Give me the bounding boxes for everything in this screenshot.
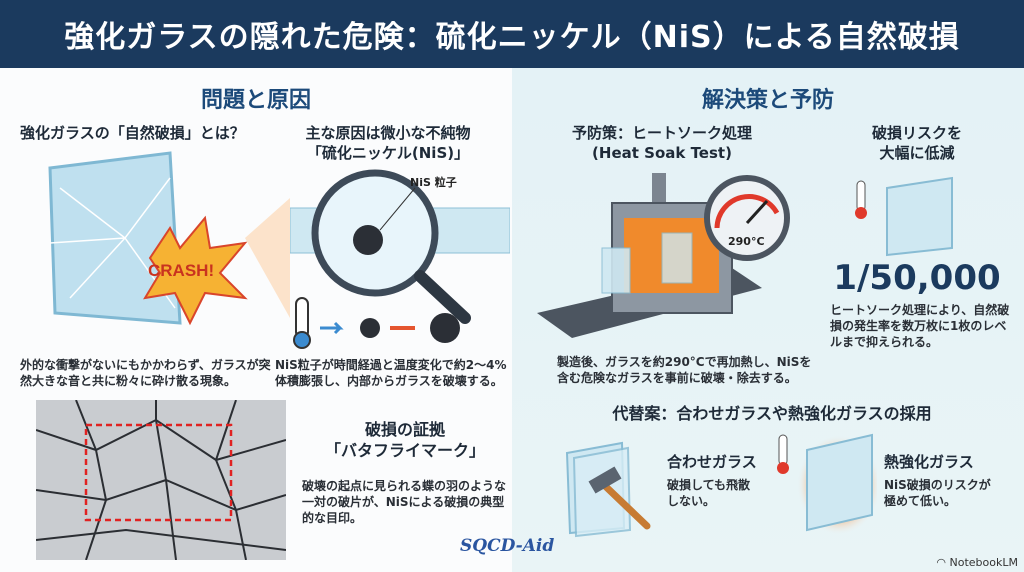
reduced-risk-glass-icon <box>855 176 953 257</box>
laminated-glass-hammer-icon <box>565 441 651 538</box>
heat-soak-heading-line2: (Heat Soak Test) <box>592 143 732 162</box>
butterfly-mark-photo <box>36 400 286 560</box>
laminated-title: 合わせガラス <box>667 453 757 471</box>
risk-heading-line1: 破損リスクを <box>871 124 962 142</box>
crash-label: CRASH! <box>148 261 214 280</box>
heat-soak-heading-line1: 予防策：ヒートソーク処理 <box>571 124 752 142</box>
heat-strengthened-glass-icon <box>777 433 877 535</box>
section-title-problem: 問題と原因 <box>200 88 311 113</box>
risk-value: 1/50,000 <box>833 258 1001 298</box>
magnifier-nis-illustration: NiS 粒子 <box>290 169 510 349</box>
evidence-heading-line2: 「バタフライマーク」 <box>324 440 485 460</box>
cause-heading-line1: 主な原因は微小な不純物 <box>305 124 471 142</box>
gauge-label: 290°C <box>728 235 765 248</box>
cause-text: NiS粒子が時間経過と温度変化で約2～4%体積膨張し、内部からガラスを破壊する。 <box>275 358 507 389</box>
nis-particle-label: NiS 粒子 <box>410 175 457 189</box>
cause-heading-line2: 「硫化ニッケル(NiS)」 <box>306 143 470 162</box>
risk-text: ヒートソーク処理により、自然破損の発生率を数万枚に1枚のレベルまで抑えられる。 <box>830 303 1010 350</box>
problem-panel: 問題と原因 強化ガラスの「自然破損」とは？ CRASH! 主な原因は微小な不純物… <box>0 68 512 572</box>
risk-heading-line2: 大幅に低減 <box>879 143 955 162</box>
heat-strengthened-title: 熱強化ガラス <box>884 453 974 471</box>
heat-soak-heading: 予防策：ヒートソーク処理(Heat Soak Test) <box>552 124 772 163</box>
heat-strengthened-item: 熱強化ガラス NiS破損のリスクが極めて低い。 <box>884 453 999 509</box>
notebooklm-brand: ◠ NotebookLM <box>936 556 1018 569</box>
sqcd-aid-watermark: SQCD-Aid <box>460 536 555 556</box>
notebooklm-label: NotebookLM <box>949 556 1018 569</box>
what-heading: 強化ガラスの「自然破損」とは？ <box>20 124 245 142</box>
risk-heading: 破損リスクを大幅に低減 <box>822 124 1012 163</box>
laminated-glass-item: 合わせガラス 破損しても飛散しない。 <box>667 453 757 509</box>
evidence-heading-line1: 破損の証拠 <box>364 420 445 439</box>
heat-soak-text: 製造後、ガラスを約290°Cで再加熱し、NiSを含む危険なガラスを事前に破壊・除… <box>557 355 812 386</box>
laminated-text: 破損しても飛散しない。 <box>667 477 751 508</box>
evidence-heading: 破損の証拠「バタフライマーク」 <box>300 420 510 462</box>
section-title-solution: 解決策と予防 <box>701 88 834 113</box>
cause-heading: 主な原因は微小な不純物「硫化ニッケル(NiS)」 <box>268 124 508 163</box>
what-text: 外的な衝撃がないにもかかわらず、ガラスが突然大きな音と共に粉々に砕け散る現象。 <box>20 358 271 389</box>
page-title: 強化ガラスの隠れた危険：硫化ニッケル（NiS）による自然破損 <box>0 0 1024 68</box>
heat-strengthened-text: NiS破損のリスクが極めて低い。 <box>884 477 991 508</box>
alternative-heading: 代替案：合わせガラスや熱強化ガラスの採用 <box>612 404 932 423</box>
heat-soak-oven-illustration: 290°C <box>537 173 790 338</box>
solution-panel: 解決策と予防 予防策：ヒートソーク処理(Heat Soak Test) 290°… <box>512 68 1024 572</box>
shattered-glass-illustration: CRASH! <box>48 151 290 326</box>
evidence-text: 破壊の起点に見られる蝶の羽のような一対の破片が、NiSによる破損の典型的な目印。 <box>302 479 507 526</box>
notebooklm-icon: ◠ <box>936 556 950 569</box>
